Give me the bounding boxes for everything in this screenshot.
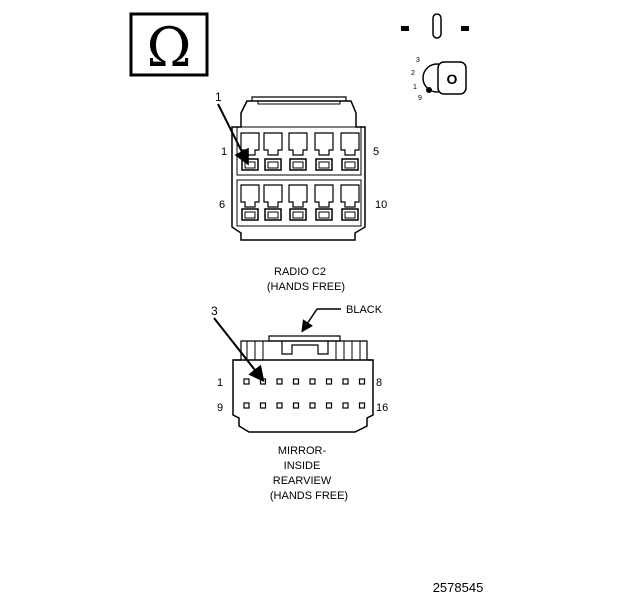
mirror-pin bbox=[243, 378, 250, 385]
mirror-title-line-2: INSIDE bbox=[284, 460, 321, 472]
radio-cavity bbox=[263, 132, 283, 171]
mirror-pin bbox=[259, 402, 267, 409]
mirror-pin bbox=[342, 402, 349, 409]
radio-cavity bbox=[340, 132, 360, 171]
mirror-callout-arrow bbox=[213, 317, 265, 383]
mirror-pin bbox=[325, 402, 333, 409]
radio-cavity bbox=[288, 184, 308, 221]
radio-connector-subtitle: (HANDS FREE) bbox=[267, 281, 345, 293]
mirror-pin-1-label: 1 bbox=[217, 377, 223, 389]
mirror-pin-grid bbox=[243, 378, 366, 409]
mirror-pin-8-label: 8 bbox=[376, 377, 382, 389]
ignition-pos-3: 3 bbox=[416, 57, 420, 64]
mirror-pin bbox=[325, 378, 333, 385]
radio-connector-title: RADIO C2 bbox=[274, 266, 326, 278]
mirror-pin bbox=[342, 378, 349, 385]
mirror-connector-body bbox=[232, 359, 374, 433]
ignition-pos-9: 9 bbox=[418, 95, 422, 102]
mirror-pin bbox=[358, 402, 366, 409]
mirror-connector: 1 8 9 16 3 BLACK MIRROR- INSIDE REARVIEW… bbox=[211, 304, 388, 502]
key-position-label: O bbox=[447, 71, 458, 87]
radio-cavity bbox=[314, 132, 334, 171]
mirror-pin bbox=[309, 378, 316, 385]
mirror-pin bbox=[259, 378, 267, 385]
mirror-pin-9-label: 9 bbox=[217, 402, 223, 414]
radio-cavity bbox=[340, 184, 360, 221]
mirror-pin bbox=[276, 402, 283, 409]
mirror-pin bbox=[243, 402, 250, 409]
ignition-key-icon: O 3 2 1 9 bbox=[401, 13, 469, 102]
mirror-top-ribs bbox=[246, 341, 361, 360]
ignition-pos-2: 2 bbox=[411, 70, 415, 77]
mirror-color-label: BLACK bbox=[346, 304, 383, 316]
mirror-pin bbox=[292, 402, 300, 409]
mirror-pin bbox=[276, 378, 283, 385]
radio-cavity bbox=[314, 184, 334, 221]
radio-cavity bbox=[288, 132, 308, 171]
radio-callout-arrow bbox=[217, 103, 249, 166]
mirror-title-line-1: MIRROR- bbox=[278, 445, 327, 457]
ohm-icon: Ω bbox=[147, 16, 192, 79]
mirror-pin bbox=[292, 378, 300, 385]
radio-pin-5-label: 5 bbox=[373, 146, 379, 158]
ignition-pos-1: 1 bbox=[413, 84, 417, 91]
mirror-pin bbox=[358, 378, 366, 385]
mirror-title-line-4: (HANDS FREE) bbox=[270, 490, 348, 502]
radio-cavity bbox=[263, 184, 283, 221]
radio-cavity bbox=[240, 132, 260, 171]
mirror-pin bbox=[309, 402, 316, 409]
radio-pin-10-label: 10 bbox=[375, 199, 387, 211]
radio-cavity-grid bbox=[240, 132, 360, 221]
mirror-callout-number: 3 bbox=[211, 304, 218, 318]
radio-cavity bbox=[240, 184, 260, 221]
figure-number: 2578545 bbox=[433, 580, 484, 595]
radio-pin-6-label: 6 bbox=[219, 199, 225, 211]
radio-callout-number: 1 bbox=[215, 90, 222, 104]
mirror-pin-16-label: 16 bbox=[376, 402, 388, 414]
radio-connector: 1 5 6 10 1 RADIO C2 (HANDS FREE) bbox=[215, 90, 387, 293]
mirror-title-line-3: REARVIEW bbox=[273, 475, 332, 487]
mirror-color-arrow bbox=[301, 308, 318, 333]
radio-pin-1-label: 1 bbox=[221, 146, 227, 158]
ohm-symbol-box: Ω bbox=[129, 12, 209, 79]
